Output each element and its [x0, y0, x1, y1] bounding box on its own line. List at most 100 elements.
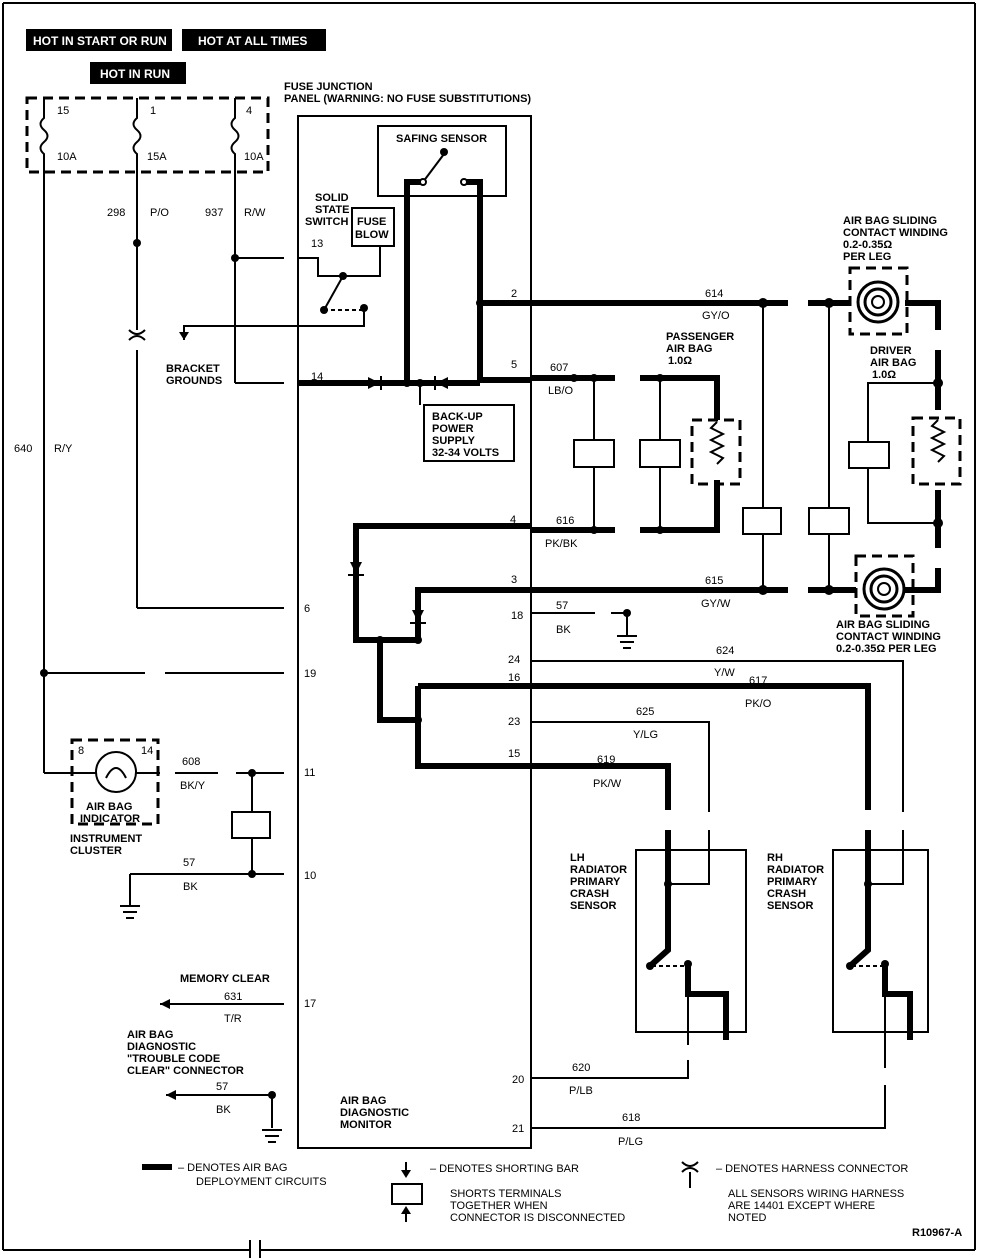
- rh-label-3: PRIMARY: [767, 876, 818, 888]
- wire-298-label: 298: [107, 207, 125, 219]
- svg-text:20: 20: [512, 1074, 524, 1086]
- wire-624-label: 624: [716, 645, 734, 657]
- lh-label-5: SENSOR: [570, 900, 617, 912]
- fuse-blow-label-1: FUSE: [357, 216, 386, 228]
- memory-clear-label: MEMORY CLEAR: [180, 973, 270, 985]
- backup-diodes: [298, 376, 480, 405]
- cluster-label-1: INSTRUMENT: [70, 833, 142, 845]
- pin-numbers: 13 14 2 5 4 3 18 6 24 19 16 23 15 11 10 …: [304, 238, 524, 1135]
- fuse-panel-title-2: PANEL (WARNING: NO FUSE SUBSTITUTIONS): [284, 93, 531, 105]
- fuse-15: 15 10A: [39, 98, 77, 172]
- wire-619-color: PK/W: [593, 778, 622, 790]
- sliding-top-label-1: AIR BAG SLIDING: [843, 215, 937, 227]
- sliding-bottom-label-3: 0.2-0.35Ω PER LEG: [836, 643, 937, 655]
- rh-label-4: CRASH: [767, 888, 806, 900]
- wire-615-path: [531, 534, 856, 595]
- lh-label-2: RADIATOR: [570, 864, 627, 876]
- sliding-top-label-4: PER LEG: [843, 251, 891, 263]
- svg-text:HOT AT ALL TIMES: HOT AT ALL TIMES: [198, 34, 307, 48]
- wire-57c-label: 57: [216, 1081, 228, 1093]
- wire-615-color: GY/W: [701, 598, 731, 610]
- svg-text:R10967-A: R10967-A: [912, 1227, 962, 1239]
- wire-640-label: 640: [14, 443, 32, 455]
- solid-state-label-3: SWITCH: [305, 216, 348, 228]
- fuse-4: 4 10A: [230, 98, 264, 172]
- solid-state-switch: [179, 246, 381, 340]
- indicator-label-1: AIR BAG: [86, 801, 132, 813]
- wire-608-label: 608: [182, 756, 200, 768]
- wire-631-label: 631: [224, 991, 242, 1003]
- air-bag-indicator-icon: [62, 738, 284, 919]
- rh-label-2: RADIATOR: [767, 864, 824, 876]
- cluster-label-2: CLUSTER: [70, 845, 122, 857]
- wire-631-color: T/R: [224, 1013, 242, 1025]
- safing-sensor-switch: [404, 148, 531, 383]
- indicator-pin-8: 8: [78, 745, 84, 757]
- backup-label-1: BACK-UP: [432, 411, 483, 423]
- svg-text:– DENOTES AIR BAG: – DENOTES AIR BAG: [178, 1162, 287, 1174]
- safing-sensor: [377, 125, 507, 197]
- svg-text:10A: 10A: [244, 151, 264, 163]
- wire-616-label: 616: [556, 515, 574, 527]
- rh-label-5: SENSOR: [767, 900, 814, 912]
- wire-618-label: 618: [622, 1112, 640, 1124]
- wire-57b-label: 57: [183, 857, 195, 869]
- fuse-panel-outline: [25, 96, 270, 174]
- wire-57a-color: BK: [556, 624, 571, 636]
- svg-text:4: 4: [246, 105, 252, 117]
- lh-label-3: PRIMARY: [570, 876, 621, 888]
- wire-618-color: P/LG: [618, 1136, 643, 1148]
- backup-power-supply: [423, 404, 515, 462]
- svg-text:3: 3: [511, 574, 517, 586]
- fuse-1: 1 15A: [132, 98, 167, 172]
- svg-text:HOT IN START OR RUN: HOT IN START OR RUN: [33, 34, 167, 48]
- ground-icon: [531, 609, 637, 649]
- feed-wires: [40, 172, 284, 774]
- wire-937-label: 937: [205, 207, 223, 219]
- svg-text:4: 4: [510, 514, 516, 526]
- svg-text:17: 17: [304, 998, 316, 1010]
- passenger-label-1: PASSENGER: [666, 331, 734, 343]
- header-hot-in-run: HOT IN RUN: [90, 62, 186, 84]
- solid-state-label-1: SOLID: [315, 192, 349, 204]
- sliding-top-label-2: CONTACT WINDING: [843, 227, 948, 239]
- legend: – DENOTES AIR BAG DEPLOYMENT CIRCUITS – …: [142, 1161, 962, 1239]
- bracket-grounds-label-1: BRACKET: [166, 363, 220, 375]
- svg-text:10: 10: [304, 870, 316, 882]
- sensor-wires: [415, 660, 904, 812]
- rh-crash-sensor: [531, 830, 929, 1129]
- passenger-label-2: AIR BAG: [666, 343, 712, 355]
- header-hot-all-times: HOT AT ALL TIMES: [182, 29, 326, 51]
- wire-625-label: 625: [636, 706, 654, 718]
- fuse-blow-label-2: BLOW: [355, 229, 389, 241]
- svg-text:15A: 15A: [147, 151, 167, 163]
- svg-text:6: 6: [304, 603, 310, 615]
- wire-607-color: LB/O: [548, 385, 574, 397]
- svg-text:15: 15: [508, 748, 520, 760]
- header-hot-start-run: HOT IN START OR RUN: [26, 29, 172, 51]
- diag-conn-label-2: DIAGNOSTIC: [127, 1041, 196, 1053]
- sliding-bottom-label-1: AIR BAG SLIDING: [836, 619, 930, 631]
- lh-crash-sensor: [531, 830, 747, 1079]
- memory-clear-arrow-icon: [160, 999, 284, 1009]
- wire-617-label: 617: [749, 675, 767, 687]
- wire-615-label: 615: [705, 575, 723, 587]
- diag-connector-ground-icon: [166, 1090, 282, 1143]
- passenger-circuit: [531, 374, 742, 534]
- svg-text:15: 15: [57, 105, 69, 117]
- wire-617-color: PK/O: [745, 698, 772, 710]
- diag-conn-label-3: "TROUBLE CODE: [127, 1053, 220, 1065]
- diag-conn-label-1: AIR BAG: [127, 1029, 173, 1041]
- svg-text:21: 21: [512, 1123, 524, 1135]
- return-diodes: [348, 523, 531, 724]
- wire-640-color: R/Y: [54, 443, 73, 455]
- monitor-label-1: AIR BAG: [340, 1095, 386, 1107]
- svg-text:24: 24: [508, 654, 520, 666]
- wire-298-color: P/O: [150, 207, 169, 219]
- svg-text:SHORTS TERMINALS: SHORTS TERMINALS: [450, 1188, 561, 1200]
- solid-state-label-2: STATE: [315, 204, 349, 216]
- wire-620-color: P/LB: [569, 1085, 593, 1097]
- svg-text:TOGETHER WHEN: TOGETHER WHEN: [450, 1200, 548, 1212]
- passenger-label-3: 1.0Ω: [668, 355, 692, 367]
